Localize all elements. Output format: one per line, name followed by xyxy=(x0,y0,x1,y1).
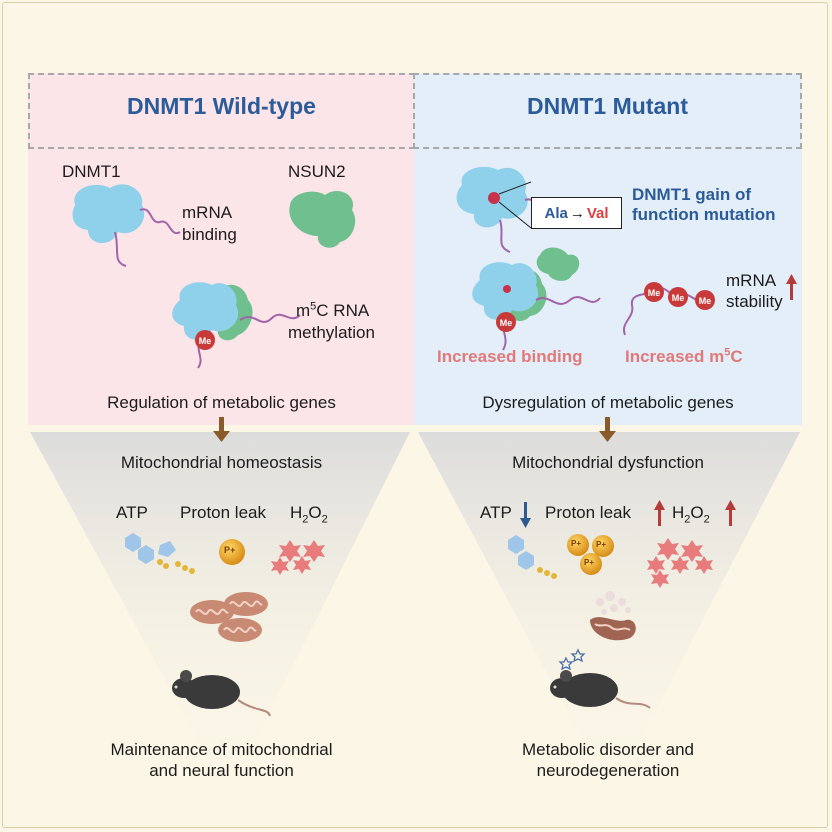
mrna-binding-label-line1: mRNA xyxy=(182,203,233,222)
h2o2-label: H2O2 xyxy=(672,503,710,526)
up-arrow-icon xyxy=(786,274,797,300)
methylation-label: methylation xyxy=(288,323,375,342)
proton-leak-label: Proton leak xyxy=(180,503,266,522)
atp-label: ATP xyxy=(116,503,148,522)
dysregulation-label: Dysregulation of metabolic genes xyxy=(482,393,734,412)
me-badge: Me xyxy=(699,296,712,306)
me-badge: Me xyxy=(500,318,513,328)
nsun2-label: NSUN2 xyxy=(288,162,346,181)
gain-of-function-line2: function mutation xyxy=(632,205,776,224)
mrna-binding-label-line2: binding xyxy=(182,225,237,244)
gain-of-function-line1: DNMT1 gain of xyxy=(632,185,751,204)
mrna-label: mRNA xyxy=(726,271,777,290)
wildtype-title: DNMT1 Wild-type xyxy=(127,93,316,119)
h2o2-molecule-icon xyxy=(271,540,325,575)
mutant-title-bar xyxy=(413,73,802,149)
mutant-complex-icon xyxy=(472,247,601,351)
mitochondria-icon xyxy=(190,592,268,642)
atp-label: ATP xyxy=(480,503,512,522)
mouse-icon xyxy=(172,670,271,717)
h2o2-molecule-icon xyxy=(647,538,713,588)
proton-icon xyxy=(592,535,614,557)
increased-m5c-label: Increased m5C xyxy=(625,346,743,366)
mutation-box: Ala→Val xyxy=(531,197,622,229)
proton-label: P+ xyxy=(571,539,582,548)
proton-leak-label: Proton leak xyxy=(545,503,631,522)
proton-label: P+ xyxy=(584,558,595,567)
wildtype-outcome-line2: and neural function xyxy=(149,761,294,780)
increased-binding-label: Increased binding xyxy=(437,347,583,366)
wildtype-panel xyxy=(28,73,414,425)
dnmt1-nsun2-complex-icon xyxy=(172,282,301,369)
me-badge: Me xyxy=(648,288,661,298)
arrow-down-icon xyxy=(599,417,616,442)
proton-icon xyxy=(567,534,589,556)
atp-molecule-icon xyxy=(508,535,557,579)
regulation-label: Regulation of metabolic genes xyxy=(107,393,336,412)
me-badge: Me xyxy=(199,336,212,346)
m5c-rna-label: m5C RNA xyxy=(296,300,370,320)
nsun2-protein-icon xyxy=(289,190,356,248)
arrow-down-icon xyxy=(213,417,230,442)
wildtype-outcome-line1: Maintenance of mitochondrial xyxy=(110,740,333,759)
proton-icon xyxy=(219,539,245,565)
mito-homeostasis-label: Mitochondrial homeostasis xyxy=(120,453,323,472)
proton-icon xyxy=(580,553,602,575)
dnmt1-protein-icon xyxy=(72,184,181,267)
methylated-mrna-icon xyxy=(622,282,715,336)
mutant-outcome-line1: Metabolic disorder and xyxy=(522,740,694,759)
proton-label: P+ xyxy=(596,540,607,549)
stability-label: stability xyxy=(726,292,783,311)
me-badge: Me xyxy=(672,293,685,303)
sick-mouse-icon xyxy=(550,648,651,709)
mutant-funnel xyxy=(418,432,800,795)
mutant-outcome-line2: neurodegeneration xyxy=(536,761,680,780)
atp-molecule-icon xyxy=(125,533,195,574)
mutant-title: DNMT1 Mutant xyxy=(527,93,688,119)
up-arrow-icon xyxy=(725,500,736,526)
mutant-panel xyxy=(414,73,802,425)
up-arrow-icon xyxy=(654,500,665,526)
proton-label: P+ xyxy=(224,545,236,555)
damaged-mitochondria-icon xyxy=(590,591,636,641)
mito-dysfunction-label: Mitochondrial dysfunction xyxy=(512,453,704,472)
h2o2-label: H2O2 xyxy=(290,503,328,526)
dnmt1-label: DNMT1 xyxy=(62,162,121,181)
down-arrow-icon xyxy=(520,502,531,528)
mutant-dnmt1-protein-icon xyxy=(456,166,567,253)
